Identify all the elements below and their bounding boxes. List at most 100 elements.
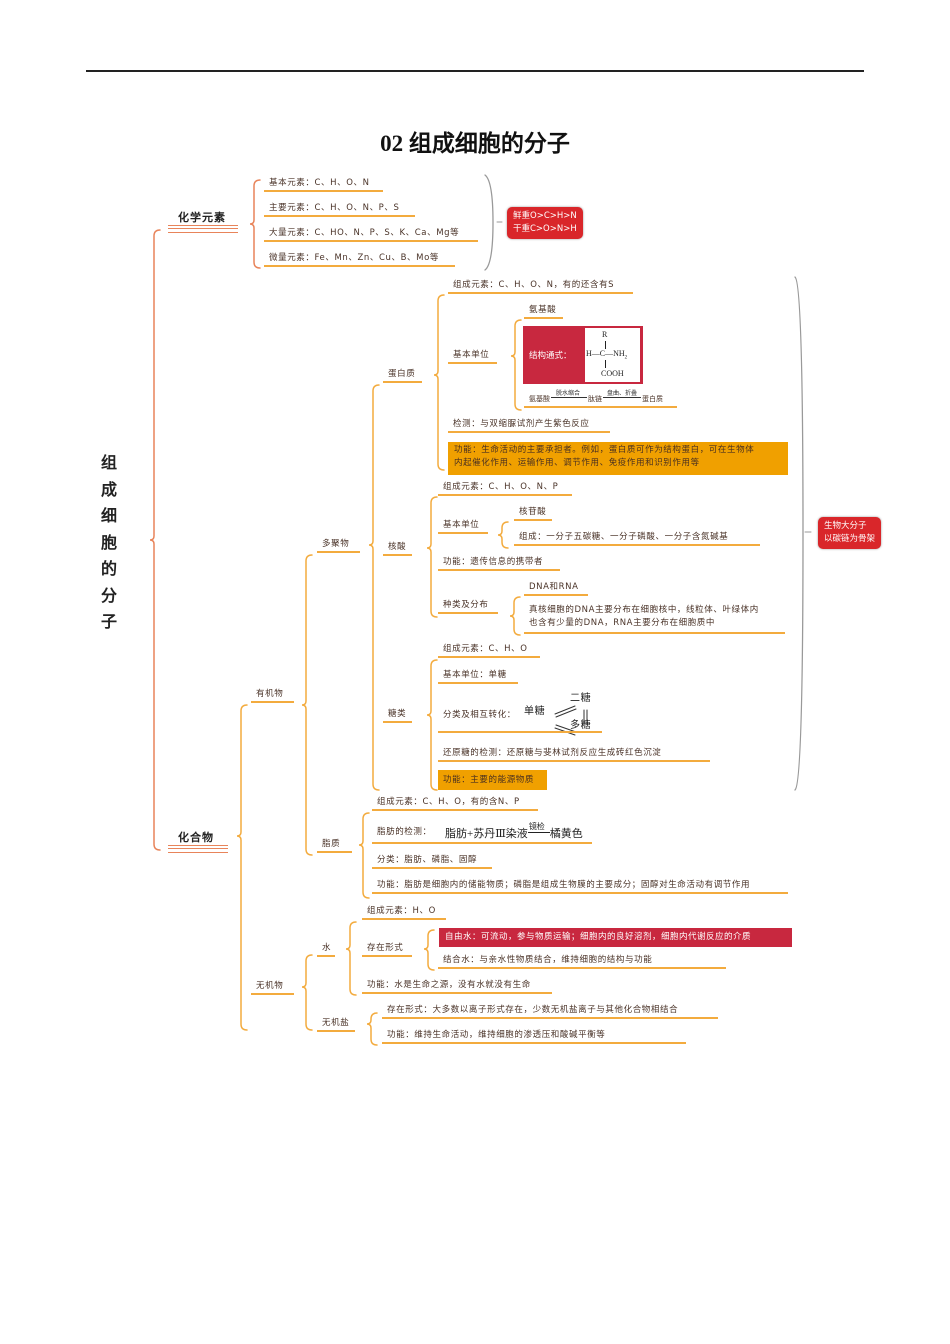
water-label: 水	[317, 942, 335, 957]
side-title-char: 成	[100, 479, 117, 499]
nucleic-types-label: 种类及分布	[438, 599, 498, 614]
macromolecule-note: 生物大分子 以碳链为骨架	[818, 517, 882, 549]
nucleic-function: 功能：遗传信息的携带者	[438, 556, 560, 571]
organic-label: 有机物	[251, 688, 294, 703]
chem-item: 大量元素：C、HO、N、P、S、K、Ca、Mg等	[264, 227, 478, 242]
lipid-step: 镜检	[528, 822, 545, 831]
reaction-amino-acid: 氨基酸	[529, 395, 550, 403]
conversion-arrow	[583, 709, 588, 725]
side-title-char: 组	[100, 453, 117, 472]
side-title-char: 子	[100, 612, 117, 631]
distribution-line: 真核细胞的DNA主要分布在细胞核中，线粒体、叶绿体内	[529, 605, 759, 615]
formula-sub: 2	[624, 355, 628, 361]
brace	[149, 229, 161, 851]
protein-function: 功能：生命活动的主要承担者。例如，蛋白质可作为结构蛋白，可在生物体 内起催化作用…	[448, 442, 788, 475]
brace	[366, 1012, 378, 1046]
water-form-label: 存在形式	[362, 942, 412, 957]
brace	[358, 812, 370, 899]
bound-water: 结合水：与亲水性物质结合，维持细胞的结构与功能	[438, 954, 726, 969]
page-title: 02 组成细胞的分子	[380, 131, 570, 156]
brace	[236, 704, 248, 1031]
formula-r: R	[602, 330, 608, 339]
side-title-char: 胞	[100, 532, 117, 552]
macro-note-line: 以碳链为骨架	[824, 534, 876, 544]
nucleotide-composition: 组成：一分子五碳糖、一分子磷酸、一分子含氮碱基	[514, 531, 760, 546]
lipid-elements: 组成元素：C、H、O，有的含N、P	[372, 796, 538, 811]
chem-weight-note: 鲜重O>C>H>N 干重C>O>N>H	[507, 207, 583, 239]
compound-underline	[168, 845, 228, 853]
amino-acid-label: 氨基酸	[524, 304, 563, 319]
macro-note-line: 生物大分子	[824, 521, 867, 531]
nucleotide-label: 核苷酸	[514, 506, 552, 521]
lipid-classes: 分类：脂肪、磷脂、固醇	[372, 854, 492, 869]
lipid-detection-label: 脂肪的检测：	[377, 827, 432, 837]
side-title: 组成细胞的分子	[99, 450, 119, 636]
header-rule	[86, 70, 864, 72]
protein-function-line: 内起催化作用、运输作用、调节作用、免疫作用和识别作用等	[454, 458, 700, 468]
formula-middle: H—C—NH2	[586, 349, 627, 361]
nucleic-distribution: 真核细胞的DNA主要分布在细胞核中，线粒体、叶绿体内 也含有少量的DNA，RNA…	[524, 604, 785, 634]
polysaccharide: 多糖	[570, 720, 592, 731]
classification-label: 分类及相互转化：	[443, 710, 516, 720]
nucleic-types: DNA和RNA	[524, 581, 588, 596]
brace	[301, 954, 313, 1031]
water-function: 功能：水是生命之源，没有水就没有生命	[362, 979, 552, 994]
closing-bracket	[484, 174, 494, 271]
protein-reaction: 氨基酸脱水缩合肽链盘曲、折叠蛋白质	[524, 391, 677, 408]
formula-label: 结构通式：	[529, 351, 572, 361]
nucleic-label: 核酸	[383, 541, 412, 556]
reaction-peptide: 肽链	[588, 395, 602, 403]
chem-item: 微量元素：Fe、Mn、Zn、Cu、B、Mo等	[264, 252, 455, 267]
protein-detection: 检测：与双缩脲试剂产生紫色反应	[448, 418, 610, 433]
salt-form: 存在形式：大多数以离子形式存在，少数无机盐离子与其他化合物相结合	[382, 1004, 718, 1019]
side-title-char: 分	[100, 585, 117, 605]
formula-hcnh: H—C—NH	[586, 349, 625, 358]
amino-acid-formula-box: 结构通式： R H—C—NH2 COOH	[523, 326, 643, 384]
protein-unit-label: 基本单位	[448, 349, 497, 364]
brace	[509, 596, 521, 636]
sugar-detection: 还原糖的检测：还原糖与斐林试剂反应生成砖红色沉淀	[438, 747, 710, 762]
nucleic-elements: 组成元素：C、H、O、N、P	[438, 481, 572, 496]
brace	[368, 384, 380, 791]
chem-item: 主要元素：C、H、O、N、P、S	[264, 202, 415, 217]
conversion-arrow	[554, 705, 577, 718]
inorganic-label: 无机物	[251, 980, 294, 995]
brace	[426, 496, 438, 618]
brace	[510, 319, 522, 411]
monosaccharide: 单糖	[524, 706, 546, 717]
structural-formula: R H—C—NH2 COOH	[585, 328, 640, 382]
water-elements: 组成元素：H、O	[362, 905, 446, 920]
sugar-elements: 组成元素：C、H、O	[438, 643, 540, 658]
brace	[249, 179, 261, 269]
lipid-label: 脂质	[317, 838, 352, 853]
protein-function-line: 功能：生命活动的主要承担者。例如，蛋白质可作为结构蛋白，可在生物体	[454, 445, 755, 455]
reaction-protein: 蛋白质	[642, 395, 663, 403]
brace	[345, 921, 357, 996]
brace	[497, 521, 509, 549]
lipid-detection: 脂肪的检测： 脂肪+苏丹Ⅲ染液镜检橘黄色	[372, 822, 592, 844]
lipid-result: 橘黄色	[549, 828, 583, 840]
brace	[433, 294, 445, 471]
chem-item: 基本元素：C、H、O、N	[264, 177, 383, 192]
protein-label: 蛋白质	[383, 368, 422, 383]
lipid-reagent: 脂肪+苏丹Ⅲ染液	[445, 828, 528, 840]
fresh-weight-order: 鲜重O>C>H>N	[513, 211, 577, 221]
salt-label: 无机盐	[317, 1017, 355, 1032]
compound-label: 化合物	[178, 831, 214, 844]
sugar-label: 糖类	[383, 708, 412, 723]
side-title-char: 的	[100, 559, 117, 578]
nucleic-unit-label: 基本单位	[438, 519, 488, 534]
distribution-line: 也含有少量的DNA，RNA主要分布在细胞质中	[529, 618, 715, 628]
chem-underline	[168, 225, 238, 233]
protein-elements: 组成元素：C、H、O、N，有的还含有S	[448, 279, 633, 294]
reaction-step2: 盘曲、折叠	[607, 391, 638, 397]
lipid-detection-formula: 脂肪+苏丹Ⅲ染液镜检橘黄色	[445, 822, 583, 841]
closing-bracket	[794, 276, 804, 791]
lipid-function: 功能：脂肪是细胞内的储能物质；磷脂是组成生物膜的主要成分；固醇对生命活动有调节作…	[372, 879, 788, 894]
sugar-unit: 基本单位：单糖	[438, 669, 518, 684]
free-water: 自由水：可流动，参与物质运输；细胞内的良好溶剂，细胞内代谢反应的介质	[439, 928, 792, 947]
formula-cooh: COOH	[601, 369, 624, 378]
brace	[426, 659, 438, 791]
disaccharide: 二糖	[570, 693, 592, 704]
